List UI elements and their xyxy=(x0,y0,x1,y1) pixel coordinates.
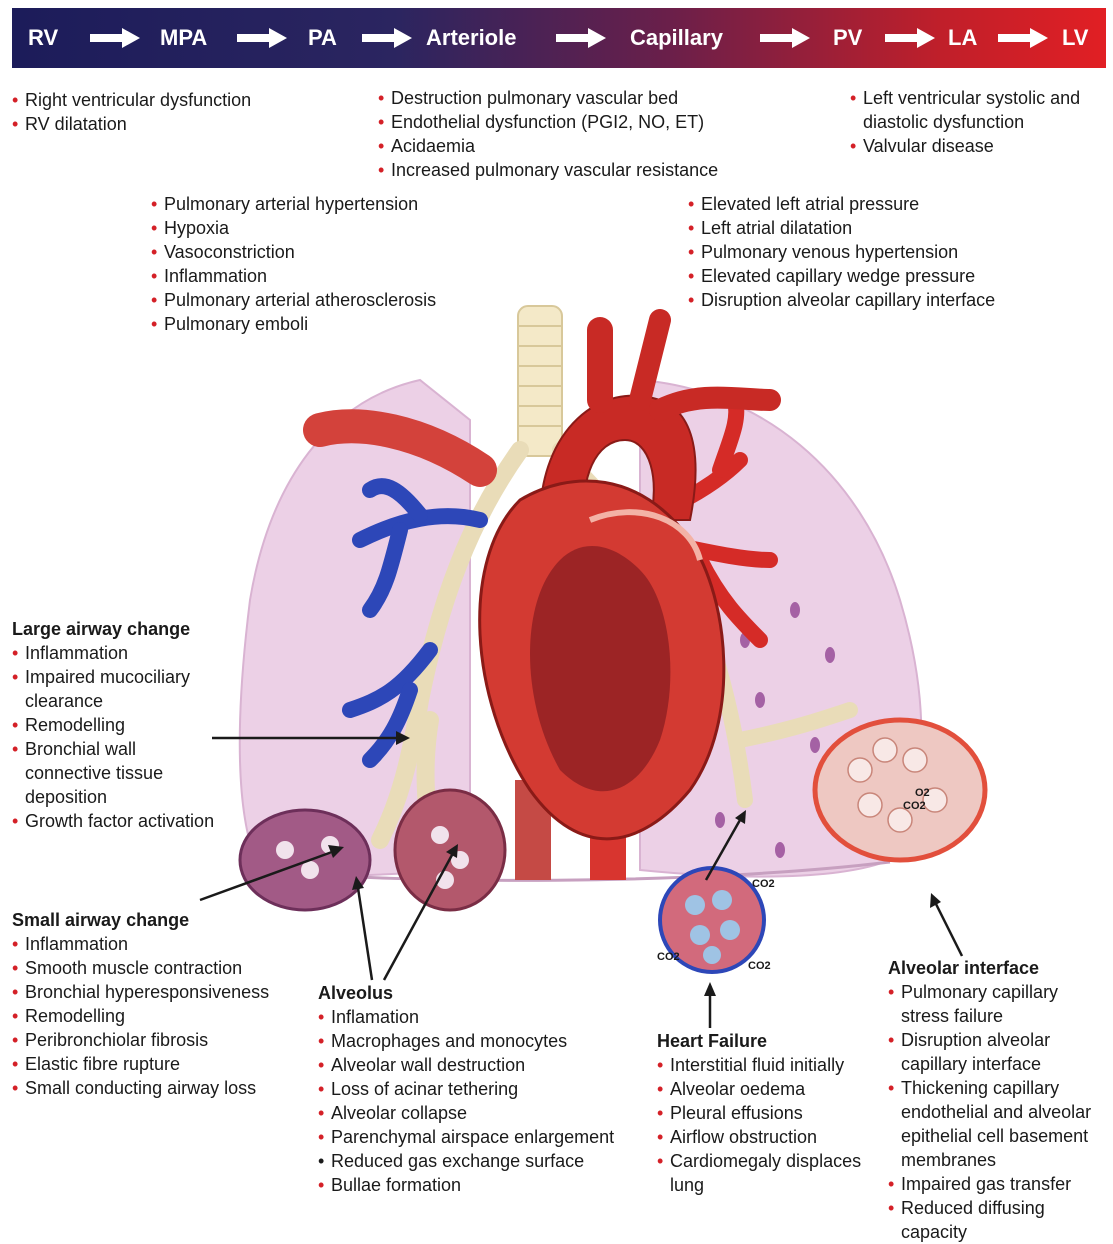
list-item: Alveolar wall destruction xyxy=(318,1053,614,1077)
list-item: membranes xyxy=(888,1148,1091,1172)
alveolus-block: Alveolus Inflamation Macrophages and mon… xyxy=(318,981,614,1197)
list-item: Pulmonary emboli xyxy=(151,312,436,336)
alveolar-interface-heading: Alveolar interface xyxy=(888,956,1091,980)
list-item: capillary interface xyxy=(888,1052,1091,1076)
heart-failure-heading: Heart Failure xyxy=(657,1029,861,1053)
list-item: stress failure xyxy=(888,1004,1091,1028)
list-item: Elastic fibre rupture xyxy=(12,1052,269,1076)
co2-label-hf-3: CO2 xyxy=(748,960,771,972)
list-item: Peribronchiolar fibrosis xyxy=(12,1028,269,1052)
list-item: Endothelial dysfunction (PGI2, NO, ET) xyxy=(378,110,718,134)
list-item: Parenchymal airspace enlargement xyxy=(318,1125,614,1149)
alveolus-heading: Alveolus xyxy=(318,981,614,1005)
list-item: Remodelling xyxy=(12,713,214,737)
vascular-bed-changes-list: Destruction pulmonary vascular bed Endot… xyxy=(378,86,718,182)
flow-arrow-icon xyxy=(885,28,935,48)
list-item: Inflammation xyxy=(151,264,436,288)
flow-arrow-icon xyxy=(90,28,140,48)
list-item: Pulmonary arterial hypertension xyxy=(151,192,436,216)
o2-label-interface: O2 xyxy=(915,787,930,799)
list-item: Alveolar oedema xyxy=(657,1077,861,1101)
co2-label-hf-1: CO2 xyxy=(752,878,775,890)
list-item: Vasoconstriction xyxy=(151,240,436,264)
small-airway-block: Small airway change Inflammation Smooth … xyxy=(12,908,269,1100)
list-item: Smooth muscle contraction xyxy=(12,956,269,980)
list-item: deposition xyxy=(12,785,214,809)
flow-node-capillary: Capillary xyxy=(630,8,723,68)
list-item: Bullae formation xyxy=(318,1173,614,1197)
co2-label-interface: CO2 xyxy=(903,800,926,812)
list-item: Increased pulmonary vascular resistance xyxy=(378,158,718,182)
trachea xyxy=(518,306,562,456)
lv-changes-list: Left ventricular systolic and diastolic … xyxy=(850,86,1080,158)
flow-node-rv: RV xyxy=(28,8,58,68)
list-item: Pulmonary capillary xyxy=(888,980,1091,1004)
flow-node-pv: PV xyxy=(833,8,862,68)
list-item: Hypoxia xyxy=(151,216,436,240)
list-item: clearance xyxy=(12,689,214,713)
flow-node-pa: PA xyxy=(308,8,337,68)
list-item: Pulmonary venous hypertension xyxy=(688,240,995,264)
list-item: endothelial and alveolar xyxy=(888,1100,1091,1124)
flow-arrow-icon xyxy=(362,28,412,48)
list-item: diastolic dysfunction xyxy=(850,110,1080,134)
flow-arrow-icon xyxy=(237,28,287,48)
list-item: Alveolar collapse xyxy=(318,1101,614,1125)
list-item: Destruction pulmonary vascular bed xyxy=(378,86,718,110)
list-item: Thickening capillary xyxy=(888,1076,1091,1100)
list-item: Left ventricular systolic and xyxy=(850,86,1080,110)
co2-label-hf-2: CO2 xyxy=(657,951,680,963)
list-item: Elevated capillary wedge pressure xyxy=(688,264,995,288)
left-atrial-changes-list: Elevated left atrial pressure Left atria… xyxy=(688,192,995,312)
list-item: Bronchial hyperesponsiveness xyxy=(12,980,269,1004)
flow-arrow-icon xyxy=(556,28,606,48)
list-item: Pleural effusions xyxy=(657,1101,861,1125)
list-item: Disruption alveolar capillary interface xyxy=(688,288,995,312)
list-item: Disruption alveolar xyxy=(888,1028,1091,1052)
list-item: RV dilatation xyxy=(12,112,251,136)
list-item: Inflammation xyxy=(12,932,269,956)
list-item: Cardiomegaly displaces xyxy=(657,1149,861,1173)
list-item: Left atrial dilatation xyxy=(688,216,995,240)
list-item: Growth factor activation xyxy=(12,809,214,833)
pulmonary-arterial-changes-list: Pulmonary arterial hypertension Hypoxia … xyxy=(151,192,436,336)
list-item: Acidaemia xyxy=(378,134,718,158)
heart-failure-block: Heart Failure Interstitial fluid initial… xyxy=(657,1029,861,1197)
small-airway-heading: Small airway change xyxy=(12,908,269,932)
list-item: Bronchial wall xyxy=(12,737,214,761)
list-item: Airflow obstruction xyxy=(657,1125,861,1149)
list-item: Interstitial fluid initially xyxy=(657,1053,861,1077)
list-item: capacity xyxy=(888,1220,1091,1244)
list-item: Valvular disease xyxy=(850,134,1080,158)
flow-node-la: LA xyxy=(948,8,977,68)
list-item: Impaired mucociliary xyxy=(12,665,214,689)
flow-arrow-icon xyxy=(998,28,1048,48)
list-item: Impaired gas transfer xyxy=(888,1172,1091,1196)
flow-arrow-icon xyxy=(760,28,810,48)
alveolar-interface-cluster: O2 CO2 xyxy=(815,720,985,860)
list-item: Elevated left atrial pressure xyxy=(688,192,995,216)
rv-changes-list: Right ventricular dysfunction RV dilatat… xyxy=(12,88,251,136)
list-item: Inflamation xyxy=(318,1005,614,1029)
list-item: lung xyxy=(657,1173,861,1197)
list-item: Small conducting airway loss xyxy=(12,1076,269,1100)
list-item: Loss of acinar tethering xyxy=(318,1077,614,1101)
large-airway-block: Large airway change Inflammation Impaire… xyxy=(12,617,214,833)
list-item: Right ventricular dysfunction xyxy=(12,88,251,112)
list-item: connective tissue xyxy=(12,761,214,785)
flow-node-mpa: MPA xyxy=(160,8,207,68)
list-item: Pulmonary arterial atherosclerosis xyxy=(151,288,436,312)
list-item: Reduced diffusing xyxy=(888,1196,1091,1220)
flow-node-arteriole: Arteriole xyxy=(426,8,516,68)
list-item: Inflammation xyxy=(12,641,214,665)
alveolar-interface-block: Alveolar interface Pulmonary capillary s… xyxy=(888,956,1091,1244)
large-airway-heading: Large airway change xyxy=(12,617,214,641)
flow-node-lv: LV xyxy=(1062,8,1088,68)
list-item: Macrophages and monocytes xyxy=(318,1029,614,1053)
list-item: Reduced gas exchange surface xyxy=(318,1149,614,1173)
list-item: epithelial cell basement xyxy=(888,1124,1091,1148)
heart-failure-alveoli: CO2 CO2 CO2 xyxy=(657,868,775,972)
list-item: Remodelling xyxy=(12,1004,269,1028)
